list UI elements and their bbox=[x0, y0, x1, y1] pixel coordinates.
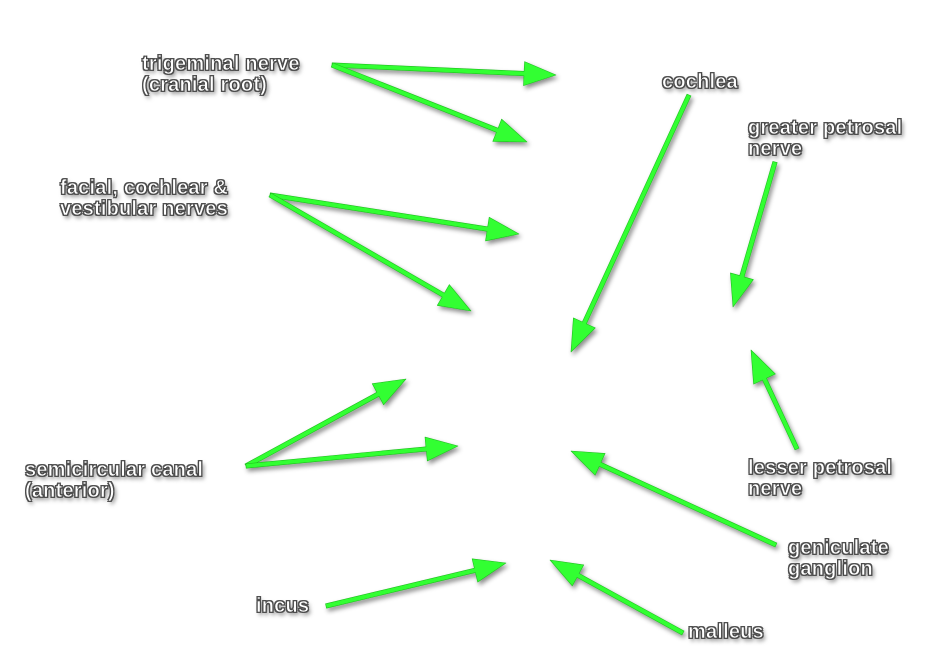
label-semicircular-canal: semicircular canal (anterior) bbox=[25, 459, 204, 502]
arrow-semicircular-lower bbox=[245, 436, 459, 469]
label-line: facial, cochlear & bbox=[60, 177, 229, 199]
label-incus: incus bbox=[256, 595, 310, 617]
label-line: vestibular nerves bbox=[60, 198, 228, 220]
label-line: nerve bbox=[748, 478, 803, 500]
label-line: cochlea bbox=[662, 71, 738, 93]
label-line: (anterior) bbox=[25, 480, 115, 502]
label-lesser-petrosal-nerve: lesser petrosal nerve bbox=[748, 457, 893, 500]
arrow-greater-petrosal bbox=[730, 161, 778, 308]
label-line: malleus bbox=[688, 621, 764, 643]
arrow-geniculate bbox=[570, 450, 778, 548]
label-line: lesser petrosal bbox=[748, 457, 893, 479]
label-cochlea: cochlea bbox=[662, 71, 738, 93]
arrow-semicircular-upper bbox=[244, 378, 407, 469]
label-line: nerve bbox=[748, 138, 803, 160]
arrow-incus bbox=[325, 558, 507, 609]
label-trigeminal-nerve: trigeminal nerve (cranial root) bbox=[142, 53, 300, 96]
arrow-facial-upper bbox=[269, 192, 520, 242]
arrow-cochlea bbox=[570, 93, 692, 353]
label-geniculate-ganglion: geniculate ganglion bbox=[788, 537, 889, 580]
label-greater-petrosal-nerve: greater petrosal nerve bbox=[748, 117, 903, 160]
arrow-trigeminal-lower bbox=[330, 62, 528, 143]
label-malleus: malleus bbox=[688, 621, 764, 643]
arrow-facial-lower bbox=[268, 192, 472, 312]
label-line: greater petrosal bbox=[748, 117, 903, 139]
arrow-trigeminal-upper bbox=[331, 61, 557, 86]
label-line: ganglion bbox=[788, 558, 873, 580]
label-line: (cranial root) bbox=[142, 74, 268, 96]
label-line: geniculate bbox=[788, 537, 889, 559]
arrow-malleus bbox=[549, 559, 685, 636]
arrow-lesser-petrosal bbox=[750, 349, 800, 451]
label-line: trigeminal nerve bbox=[142, 53, 300, 75]
label-line: semicircular canal bbox=[25, 459, 204, 481]
label-line: incus bbox=[256, 595, 310, 617]
label-facial-cochlear-vestibular-nerves: facial, cochlear & vestibular nerves bbox=[60, 177, 229, 220]
